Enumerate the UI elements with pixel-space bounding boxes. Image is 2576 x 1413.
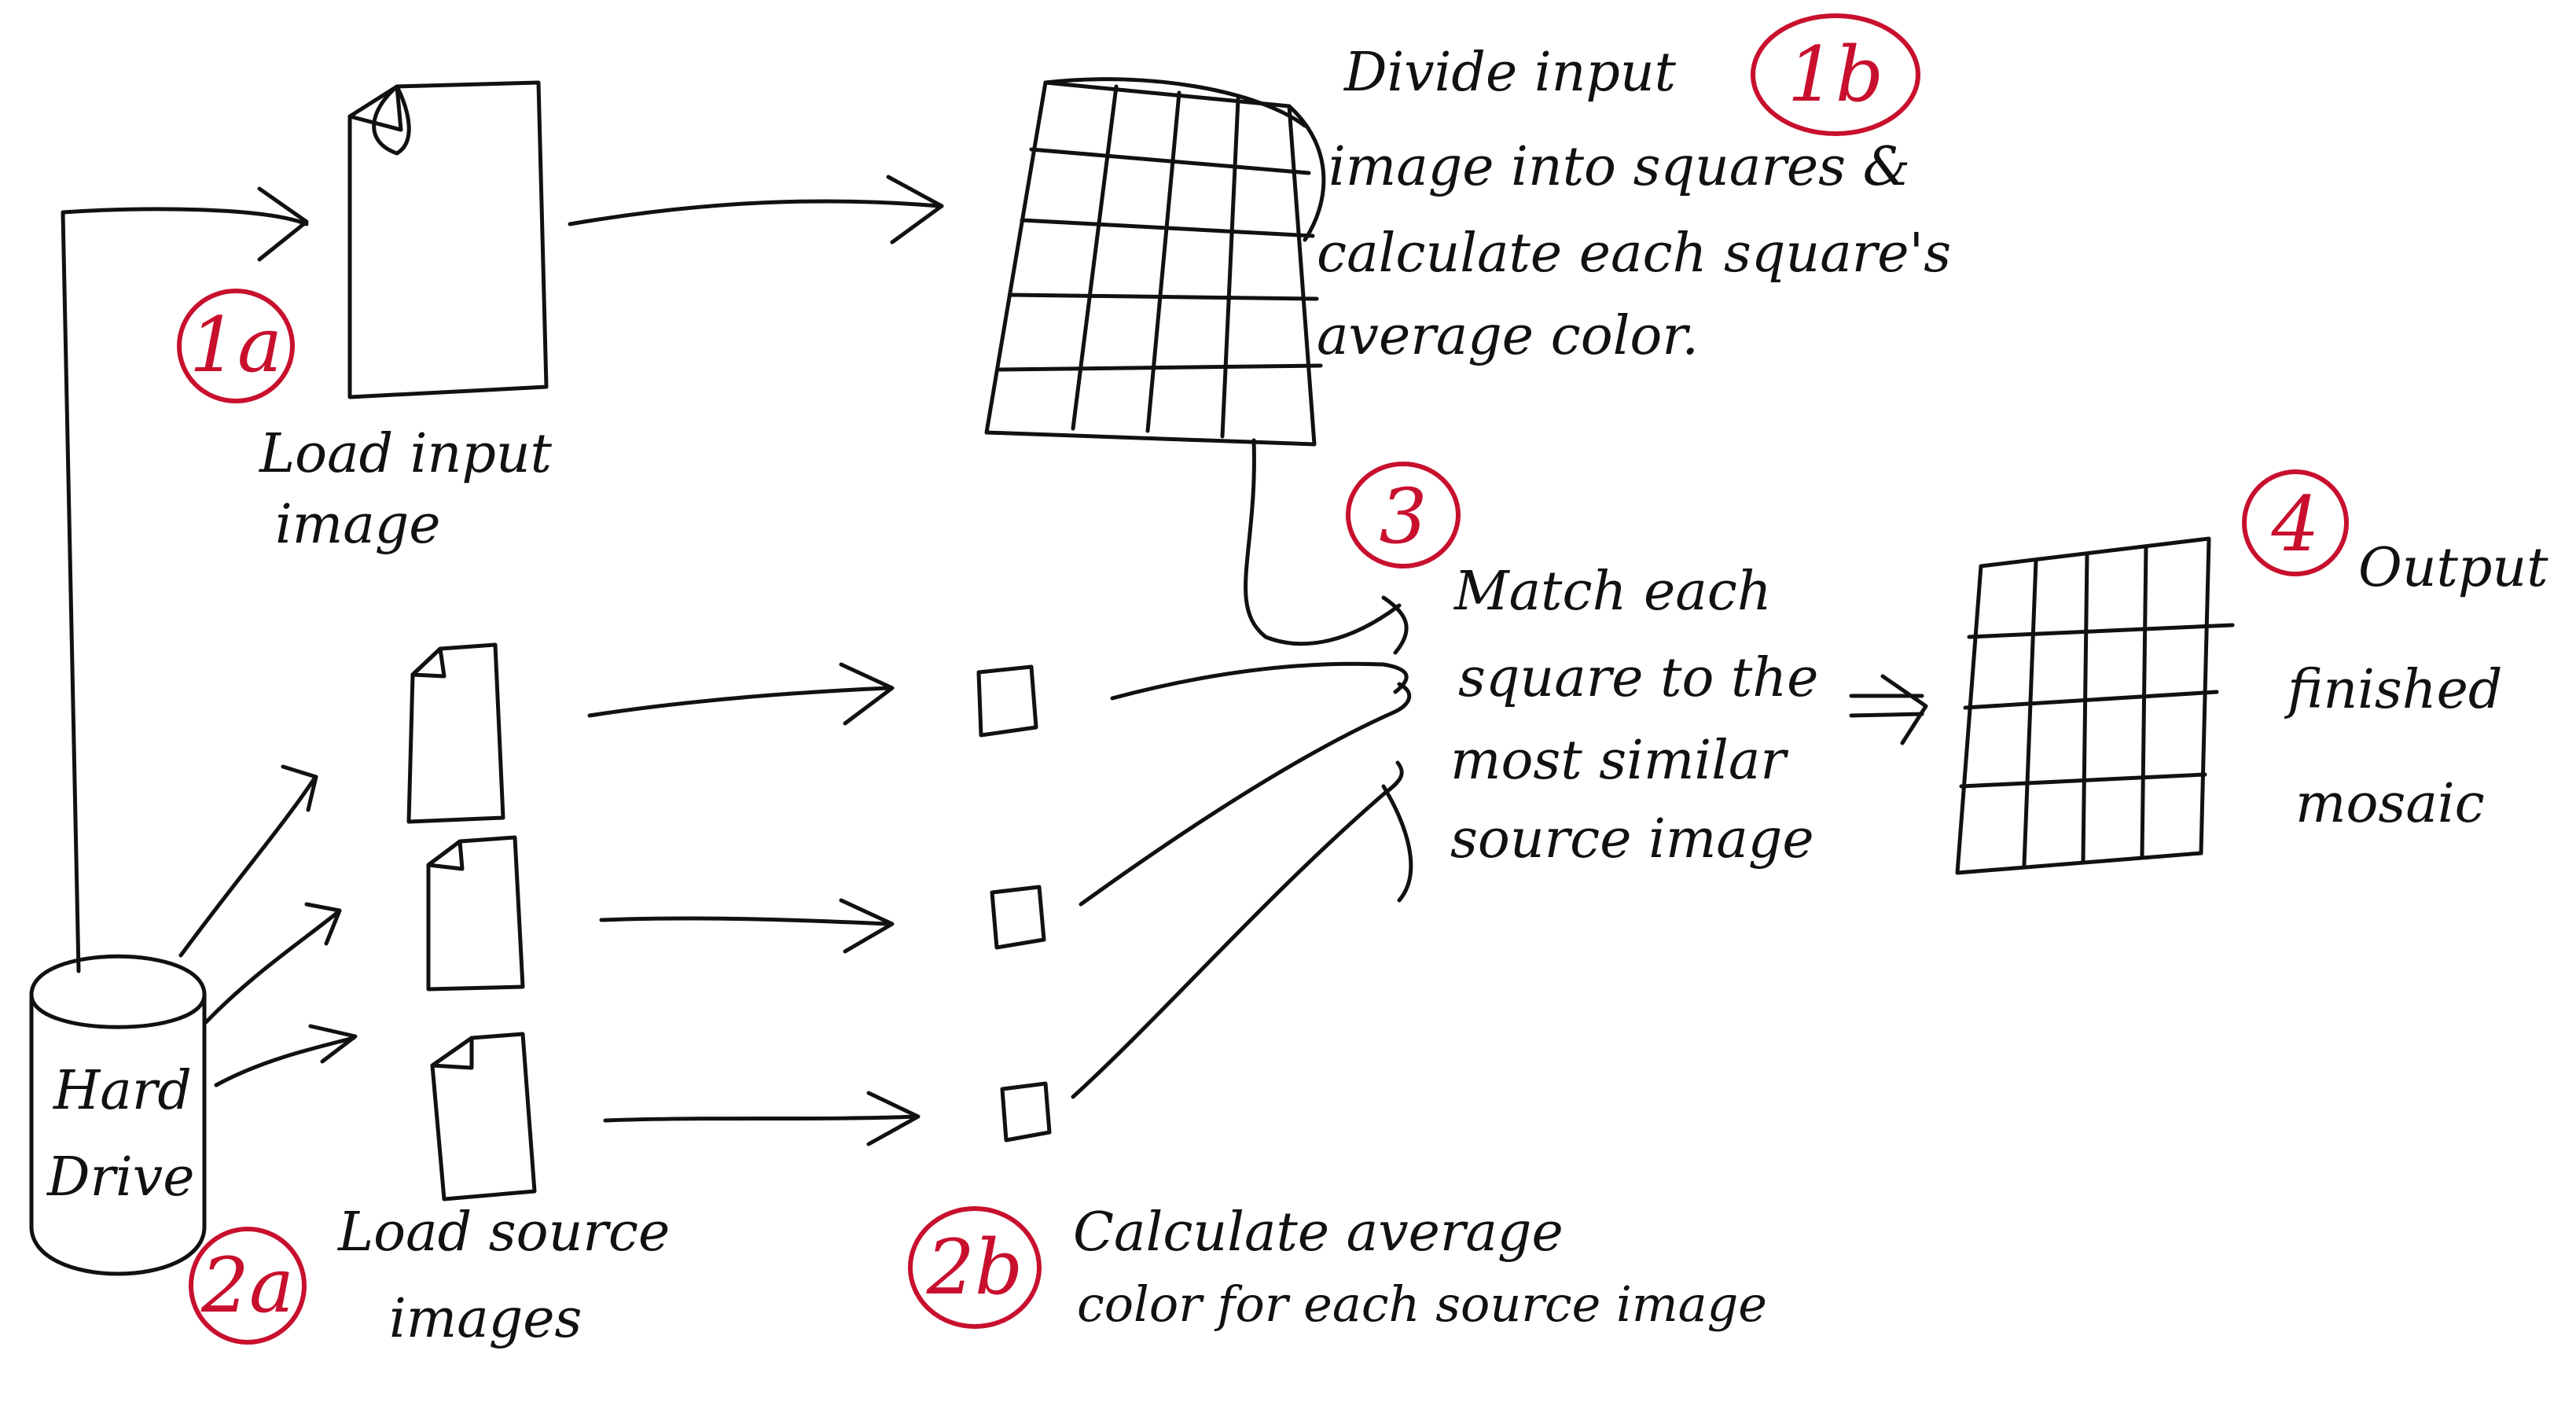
hard-drive-icon [29,954,207,1276]
source-1-to-square-arrow [587,662,895,726]
output-mosaic-grid-icon [1955,536,2235,875]
step-4-badge: 4 [2242,469,2349,576]
drive-to-source-3-arrow [214,1024,358,1087]
drive-to-source-2-arrow [204,902,342,1025]
svg-text:2a: 2a [200,1242,294,1330]
match-label-3: most similar [1450,730,1788,792]
output-label-2: finished [2284,659,2502,721]
divide-label-1: Divide input [1343,42,1677,104]
hard-drive-label-1: Hard [52,1060,192,1122]
svg-text:1b: 1b [1788,31,1884,119]
svg-text:2b: 2b [926,1223,1023,1312]
svg-text:4: 4 [2270,480,2319,569]
match-bracket [1381,784,1413,903]
load-source-label-1: Load source [336,1201,670,1264]
match-label-1: Match each [1453,561,1772,623]
match-label-2: square to the [1458,647,1818,709]
step-3-badge: 3 [1346,462,1461,569]
step-2b-badge: 2b [908,1206,1042,1329]
match-label-4: source image [1450,808,1814,870]
grid-to-match-arrow [1244,438,1409,655]
calc-avg-label-1: Calculate average [1073,1201,1564,1264]
square-1-to-match-arrow [1110,661,1409,701]
divide-label-3: calculate each square's [1317,223,1951,285]
input-image-document-icon [347,80,549,399]
output-label-3: mosaic [2295,773,2485,835]
svg-text:3: 3 [1379,473,1427,561]
step-1b-badge: 1b [1751,13,1920,136]
divide-label-4: average color. [1317,305,1699,367]
drive-to-input-arrow [61,186,309,973]
load-input-label-1: Load input [258,423,553,485]
source-image-2-icon [426,835,525,992]
source-image-1-icon [406,642,505,824]
match-to-output-arrow [1849,674,1928,745]
average-color-square-3-icon [1000,1081,1052,1143]
load-input-label-2: image [275,494,441,556]
step-1a-badge: 1a [177,289,295,403]
average-color-square-1-icon [976,664,1038,738]
output-label-1: Output [2358,537,2548,599]
divided-image-grid-icon [984,77,1326,447]
source-3-to-square-arrow [603,1091,921,1146]
source-image-3-icon [430,1032,537,1201]
average-color-square-2-icon [990,885,1046,950]
hard-drive-label-2: Drive [46,1146,194,1209]
svg-text:1a: 1a [189,301,282,389]
divide-label-2: image into squares & [1328,136,1910,198]
step-2a-badge: 2a [189,1227,307,1345]
square-2-to-match-arrow [1079,682,1411,907]
input-to-grid-arrow [568,175,944,245]
square-3-to-match-arrow [1071,760,1404,1099]
calc-avg-label-2: color for each source image [1077,1275,1767,1333]
drive-to-source-1-arrow [178,764,318,958]
source-2-to-square-arrow [599,898,895,954]
load-source-label-2: images [389,1288,582,1350]
